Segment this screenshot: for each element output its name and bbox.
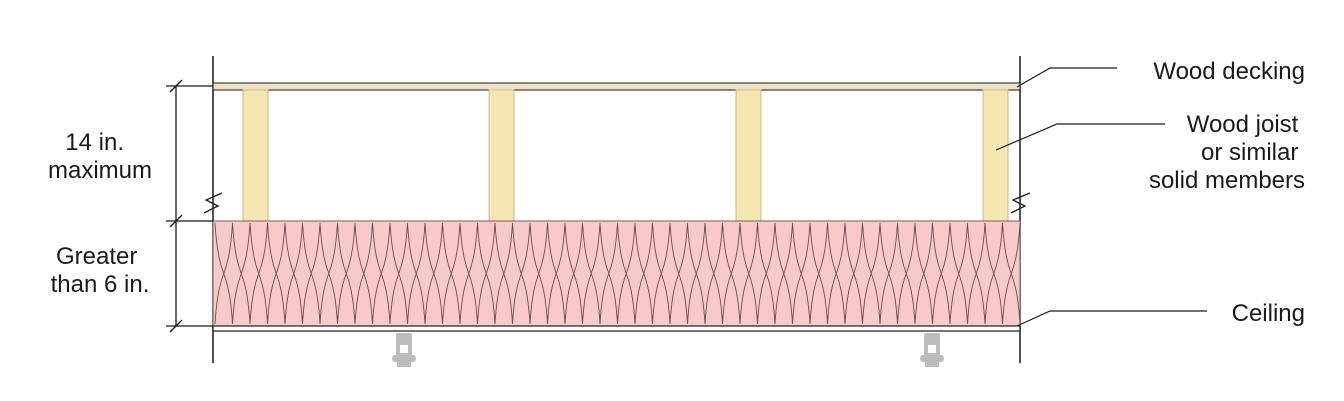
ceiling-board: [212, 325, 1021, 332]
insulation-squiggle: [599, 222, 618, 325]
joist: [488, 89, 515, 222]
insulation-squiggle: [617, 222, 636, 325]
insulation-squiggle: [949, 222, 968, 325]
label-wood-decking: Wood decking: [1153, 58, 1305, 85]
insulation-squiggle: [547, 222, 566, 325]
insulation-squiggle: [932, 222, 951, 325]
insulation-squiggle: [704, 222, 723, 325]
insulation-squiggle: [337, 222, 356, 325]
insulation-squiggle: [652, 222, 671, 325]
insulation-squiggle: [459, 222, 478, 325]
insulation-squiggle: [1002, 222, 1021, 325]
insulation-squiggle: [442, 222, 461, 325]
label-ceiling: Ceiling: [1232, 300, 1305, 327]
insulation-squiggle: [669, 222, 688, 325]
joist: [242, 89, 269, 222]
label-wood-joist: Wood joist or similar solid members: [1149, 111, 1305, 194]
sprinkler-head-left: [392, 333, 416, 367]
insulation-squiggle: [372, 222, 391, 325]
insulation-squiggle: [967, 222, 986, 325]
insulation-squiggle: [774, 222, 793, 325]
sprinkler-head-right: [920, 333, 944, 367]
insulation-squiggle: [214, 222, 233, 325]
joist: [735, 89, 762, 222]
insulation-squiggle: [232, 222, 251, 325]
dimension-label-bottom: Greater than 6 in.: [51, 243, 150, 298]
insulation-squiggle: [494, 222, 513, 325]
joist: [982, 89, 1009, 222]
insulation-squiggle: [687, 222, 706, 325]
insulation-squiggle: [512, 222, 531, 325]
insulation-squiggle: [284, 222, 303, 325]
insulation-squiggle: [424, 222, 443, 325]
insulation-squiggle: [984, 222, 1003, 325]
insulation-squiggle: [792, 222, 811, 325]
insulation-squiggle: [879, 222, 898, 325]
insulation-squiggle: [267, 222, 286, 325]
insulation-squiggle: [564, 222, 583, 325]
joists: [242, 89, 1009, 222]
insulation-squiggle: [809, 222, 828, 325]
insulation-squiggle: [844, 222, 863, 325]
insulation-squiggle: [897, 222, 916, 325]
dimension-lines: [166, 79, 213, 333]
insulation-squiggle: [529, 222, 548, 325]
insulation-squiggle: [302, 222, 321, 325]
leader-lines: [995, 67, 1207, 327]
right-break-mark: [1010, 192, 1031, 214]
wood-decking: [212, 82, 1021, 91]
insulation-squiggle: [634, 222, 653, 325]
insulation-pattern: [214, 222, 1021, 325]
insulation-squiggle: [477, 222, 496, 325]
dimension-label-top: 14 in. maximum: [48, 129, 152, 184]
insulation-squiggle: [407, 222, 426, 325]
insulation-squiggle: [827, 222, 846, 325]
insulation-squiggle: [319, 222, 338, 325]
insulation-squiggle: [389, 222, 408, 325]
insulation-squiggle: [862, 222, 881, 325]
insulation-squiggle: [582, 222, 601, 325]
insulation-squiggle: [249, 222, 268, 325]
insulation-squiggle: [757, 222, 776, 325]
insulation-squiggle: [354, 222, 373, 325]
insulation-squiggle: [914, 222, 933, 325]
insulation-squiggle: [739, 222, 758, 325]
insulation-squiggle: [722, 222, 741, 325]
left-break-mark: [203, 192, 223, 214]
